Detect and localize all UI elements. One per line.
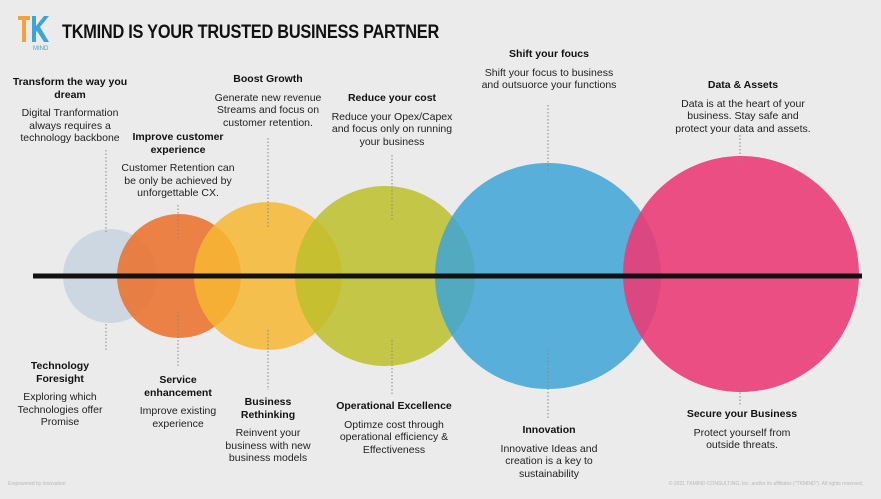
stage-4-bottom-body: Optimze cost through operational efficie… [339, 418, 449, 456]
stage-1-top-body: Digital Tranformation always requires a … [20, 107, 120, 144]
stage-4-top-body: Reduce your Opex/Capex and focus only on… [331, 110, 453, 148]
footer-tagline: Empowered by innovation [8, 481, 66, 487]
stage-4-bottom-heading: Operational Excellence [336, 400, 452, 412]
stage-1-top-heading: Transform the way you dream [12, 76, 128, 101]
stage-4-top-text: Reduce your cost Reduce your Opex/Capex … [326, 92, 458, 148]
stage-1-bottom-body: Exploring which Technologies offer Promi… [17, 391, 103, 428]
stage-1-bottom-heading: Technology Foresight [30, 360, 90, 385]
stage-5-top-body: Shift your focus to business and outsuor… [481, 66, 617, 92]
stage-3-bottom-text: Business Rethinking Reinvent your busine… [218, 396, 318, 465]
stage-3-top-body: Generate new revenue Streams and focus o… [214, 91, 322, 129]
stage-1-top-text: Transform the way you dream Digital Tran… [8, 76, 132, 145]
logo-t-shape [18, 16, 30, 42]
logo-sub: MIND [33, 46, 49, 52]
stage-6-bottom-body: Protect yourself from outside threats. [693, 426, 791, 452]
stage-6-top-text: Data & Assets Data is at the heart of yo… [672, 79, 814, 135]
stage-2-top-heading: Improve customer experience [132, 131, 224, 156]
stage-5-top-heading: Shift your foucs [509, 48, 589, 60]
stage-1-bottom-text: Technology Foresight Exploring which Tec… [10, 360, 110, 429]
stage-2-bottom-heading: Service enhancement [144, 374, 212, 399]
stage-3-top-heading: Boost Growth [233, 73, 303, 85]
stage-4-bottom-text: Operational Excellence Optimze cost thro… [334, 400, 454, 456]
stage-5-bottom-text: Innovation Innovative Ideas and creation… [490, 424, 608, 480]
stage-3-top-text: Boost Growth Generate new revenue Stream… [208, 73, 328, 129]
stage-2-top-body: Customer Retention can be only be achiev… [121, 162, 235, 199]
stage-5-bottom-body: Innovative Ideas and creation is a key t… [500, 442, 598, 480]
logo-k-shape [32, 16, 49, 42]
company-logo: MIND [16, 12, 52, 52]
footer-copyright: © 2021 TKMIND CONSULTING, Inc. and/or it… [668, 481, 863, 487]
stage-3-bottom-body: Reinvent your business with new business… [225, 427, 311, 464]
stage-6-bottom-text: Secure your Business Protect yourself fr… [682, 408, 802, 452]
stage-4-top-heading: Reduce your cost [347, 92, 437, 104]
stage-3-bottom-heading: Business Rethinking [240, 396, 296, 421]
page-title: TKMIND IS YOUR TRUSTED BUSINESS PARTNER [62, 22, 439, 43]
stage-2-top-text: Improve customer experience Customer Ret… [118, 131, 238, 200]
stage-6-bottom-heading: Secure your Business [686, 408, 798, 420]
stage-2-bottom-text: Service enhancement Improve existing exp… [128, 374, 228, 430]
stage-6-top-heading: Data & Assets [707, 79, 779, 91]
stage-6-top-body: Data is at the heart of your business. S… [675, 97, 811, 135]
stage-5-top-text: Shift your foucs Shift your focus to bus… [478, 48, 620, 92]
stage-2-bottom-body: Improve existing experience [139, 405, 217, 430]
stage-5-bottom-heading: Innovation [522, 424, 576, 436]
